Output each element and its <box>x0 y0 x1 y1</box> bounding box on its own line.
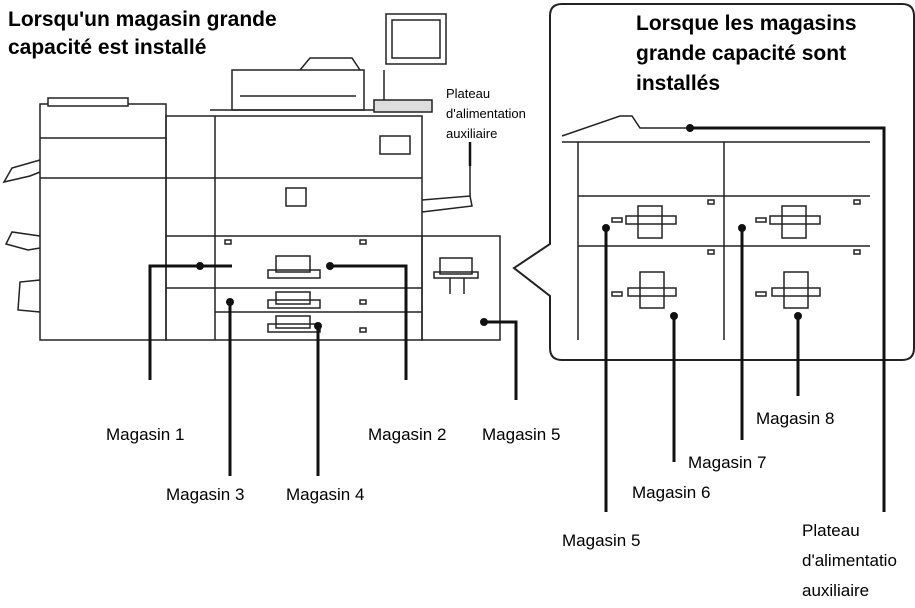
label-tray1: Magasin 1 <box>106 425 184 444</box>
keyboard <box>373 99 433 113</box>
label-tray3: Magasin 3 <box>166 485 244 504</box>
label-tray8: Magasin 8 <box>756 409 834 428</box>
bypass-label-line2: d'alimentation <box>446 106 526 121</box>
bypass-label-line1: Plateau <box>446 86 490 101</box>
bypass-right-line3: auxiliaire <box>802 581 869 600</box>
leader-bypass-right <box>690 126 886 512</box>
label-tray7: Magasin 7 <box>688 453 766 472</box>
document-feeder <box>231 69 365 111</box>
label-tray5-right: Magasin 5 <box>562 531 640 550</box>
output-tray-bottom <box>17 279 41 313</box>
label-tray5-left: Magasin 5 <box>482 425 560 444</box>
bypass-label-line3: auxiliaire <box>446 126 497 141</box>
left-title-line2: capacité est installé <box>8 36 206 59</box>
right-title-line2: grande capacité sont <box>636 42 846 65</box>
output-tray-middle <box>4 231 41 251</box>
touch-panel <box>385 13 447 65</box>
main-body <box>165 115 423 341</box>
bypass-tray-left <box>421 195 473 213</box>
label-tray4: Magasin 4 <box>286 485 364 504</box>
leader-tray2 <box>330 264 408 380</box>
bypass-right-line1: Plateau <box>802 521 860 540</box>
right-title-line3: installés <box>636 72 720 95</box>
leader-lines-right <box>602 124 886 512</box>
large-capacity-tray <box>421 235 501 341</box>
finisher-unit <box>39 103 167 341</box>
right-title-line1: Lorsque les magasins <box>636 12 857 35</box>
paper-guides-center <box>267 255 321 333</box>
dual-lct-illustration <box>561 115 870 340</box>
left-title-line1: Lorsqu'un magasin grande <box>8 8 277 31</box>
front-handle <box>285 187 307 207</box>
callout-bubble <box>512 3 915 361</box>
leader-tray5-left <box>484 320 518 400</box>
label-tray6: Magasin 6 <box>632 483 710 502</box>
bypass-right-line2: d'alimentatio <box>802 551 897 570</box>
label-tray2: Magasin 2 <box>368 425 446 444</box>
leader-lines-left <box>148 142 518 476</box>
leader-tray1 <box>148 264 232 380</box>
copier-illustration <box>2 13 501 341</box>
output-tray-top <box>2 159 41 184</box>
